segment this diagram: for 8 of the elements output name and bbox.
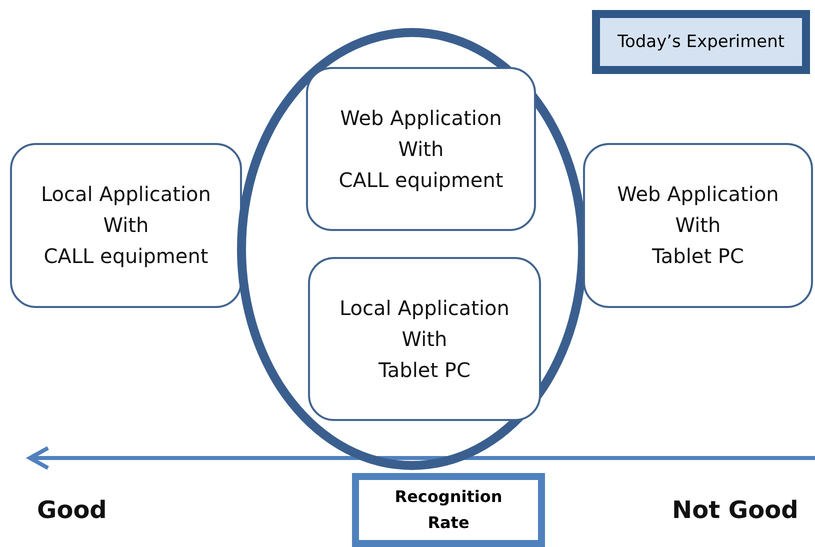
process-box: Local Application With Tablet PC	[308, 257, 541, 421]
process-box: Web Application With CALL equipment	[306, 67, 536, 231]
axis-end-label: Not Good	[672, 496, 798, 524]
axis-title-box: Recognition Rate	[352, 473, 545, 547]
axis-end-label: Good	[37, 496, 107, 524]
process-box: Local Application With CALL equipment	[10, 143, 242, 308]
process-box: Web Application With Tablet PC	[583, 143, 813, 308]
experiment-tag: Today’s Experiment	[592, 10, 810, 74]
